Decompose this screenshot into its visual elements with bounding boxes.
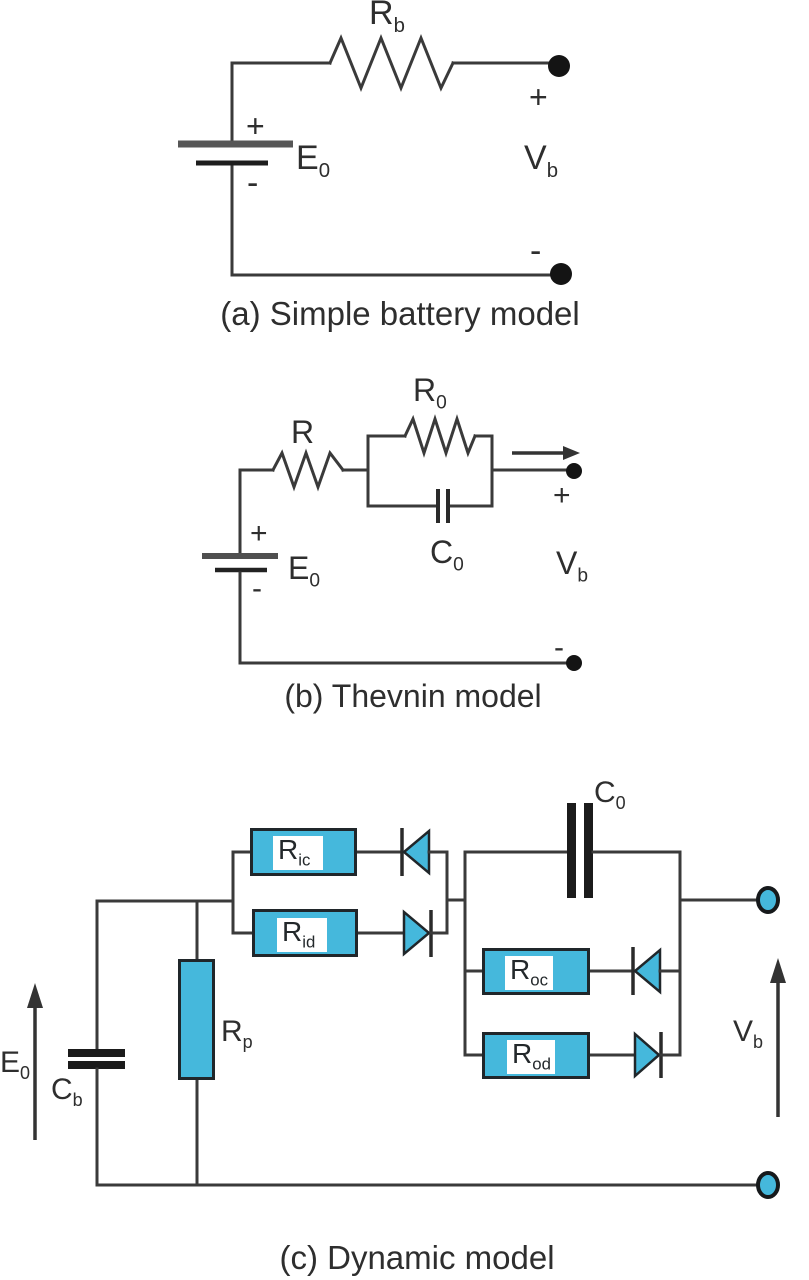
wire — [238, 571, 568, 665]
resistor-rb-zigzag — [328, 33, 456, 93]
circuit-thevenin-model — [202, 414, 582, 671]
vb-arrow-head — [770, 958, 786, 983]
capacitor-c0-plate — [567, 803, 576, 898]
label-rid: Rid — [282, 916, 316, 952]
battery-plus-sign-a: + — [246, 108, 265, 144]
terminal-plus-sign-b: + — [553, 479, 571, 512]
wire — [230, 164, 552, 277]
resistor-r0-zigzag — [403, 414, 477, 458]
caption-b: (b) Thevnin model — [284, 678, 542, 714]
battery-plus-sign-b: + — [250, 517, 268, 550]
label-roc: Roc — [510, 954, 548, 990]
label-c0-b: C0 — [430, 534, 464, 576]
terminal-b-negative — [566, 655, 582, 671]
label-c0-c: C0 — [594, 776, 626, 813]
resistor-rod-box: Rod — [482, 1032, 590, 1079]
roc-label-patch: Roc — [505, 956, 553, 990]
circuit-simple-battery-model — [178, 33, 572, 285]
terminal-c-top — [756, 886, 780, 914]
e0-arrow-head — [27, 983, 43, 1008]
label-ric: Ric — [278, 834, 311, 870]
wire — [238, 468, 275, 555]
label-vb-b: Vb — [556, 545, 589, 587]
label-rb: Rb — [369, 0, 405, 37]
current-arrow-head — [563, 446, 580, 460]
resistor-rp-box — [178, 959, 215, 1080]
terminal-a-negative — [550, 263, 572, 285]
diode-id — [402, 909, 431, 957]
wire — [95, 1067, 760, 1187]
terminal-c-bottom — [756, 1171, 780, 1199]
circuit-dynamic-model — [27, 803, 786, 1199]
terminal-a-positive — [548, 55, 570, 77]
resistor-roc-box: Roc — [482, 948, 590, 995]
capacitor-cb-plate — [68, 1061, 125, 1069]
wire — [95, 899, 235, 1051]
resistor-rid-box: Rid — [252, 909, 358, 957]
caption-a: (a) Simple battery model — [220, 295, 580, 332]
terminal-plus-sign-a: + — [529, 79, 548, 115]
wire — [230, 61, 332, 143]
label-r0-b: R0 — [413, 372, 447, 414]
label-vb-a: Vb — [524, 139, 559, 182]
label-rp: Rp — [221, 1015, 253, 1052]
label-e0-b: E0 — [288, 550, 321, 592]
diode-oc — [633, 947, 662, 995]
resistor-ric-box: Ric — [250, 828, 357, 876]
terminal-minus-sign-b: - — [554, 631, 564, 664]
parallel-block-left-edge — [366, 434, 407, 508]
caption-c: (c) Dynamic model — [279, 1239, 555, 1276]
diode-ic — [402, 828, 431, 876]
ric-label-patch: Ric — [273, 836, 323, 870]
label-vb-c: Vb — [733, 1015, 764, 1052]
rod-label-patch: Rod — [507, 1040, 555, 1074]
capacitor-c0-plate — [584, 803, 593, 898]
terminal-b-positive — [566, 463, 582, 479]
battery-minus-sign-b: - — [252, 572, 262, 605]
battery-minus-sign-a: - — [247, 164, 259, 202]
label-e0-c: E0 — [0, 1046, 31, 1083]
label-e0-a: E0 — [296, 139, 331, 182]
capacitor-cb-plate — [68, 1049, 125, 1057]
rid-label-patch: Rid — [277, 918, 327, 952]
resistor-r-zigzag — [270, 448, 346, 492]
diode-od — [633, 1031, 661, 1079]
terminal-minus-sign-a: - — [530, 232, 542, 270]
label-cb: Cb — [51, 1073, 83, 1110]
label-r-b: R — [291, 414, 315, 450]
label-rod: Rod — [512, 1038, 551, 1074]
